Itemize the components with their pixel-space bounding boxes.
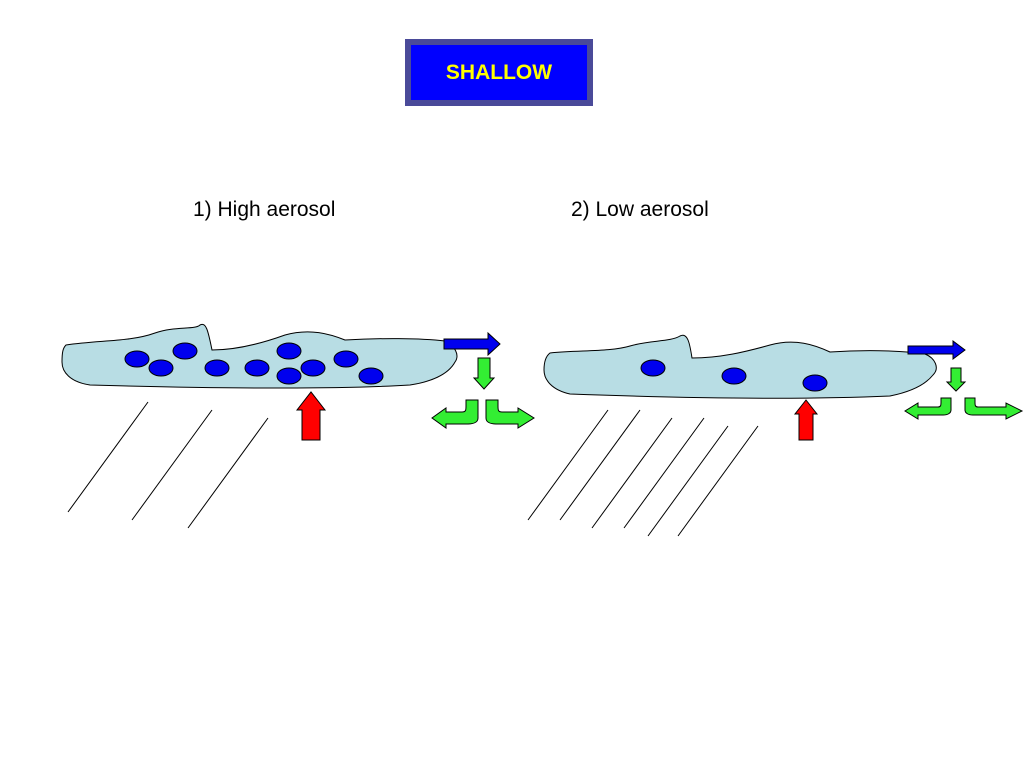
- rain-line: [187, 417, 269, 529]
- cloud-low-aerosol: [543, 334, 937, 399]
- droplet: [276, 342, 302, 360]
- rain-line: [677, 425, 759, 537]
- droplet: [124, 350, 150, 368]
- divergence-left-arrow-icon: [431, 399, 479, 429]
- droplet: [172, 342, 198, 360]
- panel-high-aerosol: [61, 323, 535, 529]
- droplet: [640, 359, 666, 377]
- outflow-arrow-icon: [443, 331, 501, 357]
- panel-label-low-aerosol: 2) Low aerosol: [571, 198, 709, 221]
- divergence-right-arrow-icon: [964, 397, 1024, 420]
- downdraft-arrow-icon: [945, 367, 967, 392]
- droplet: [244, 359, 270, 377]
- droplet: [802, 374, 828, 392]
- droplet: [276, 367, 302, 385]
- outflow-arrow-icon: [907, 340, 966, 360]
- rain-line: [647, 425, 729, 537]
- divergence-left-arrow-icon: [904, 397, 952, 420]
- droplet: [333, 350, 359, 368]
- panel-label-high-aerosol: 1) High aerosol: [193, 198, 336, 221]
- updraft-arrow-icon: [793, 399, 819, 441]
- droplet: [721, 367, 747, 385]
- droplet: [204, 359, 230, 377]
- droplets-high-aerosol: [124, 342, 384, 385]
- rain-line: [527, 409, 609, 521]
- droplets-low-aerosol: [640, 359, 828, 392]
- panel-low-aerosol: [527, 334, 1024, 537]
- rain-lines-high-aerosol: [67, 401, 269, 529]
- rain-lines-low-aerosol: [527, 409, 759, 537]
- cloud-high-aerosol: [61, 323, 458, 389]
- title-text: SHALLOW: [411, 45, 587, 100]
- downdraft-arrow-icon: [472, 357, 496, 390]
- updraft-arrow-icon: [295, 391, 327, 441]
- divergence-right-arrow-icon: [485, 399, 535, 429]
- title-box: SHALLOW: [405, 39, 593, 106]
- rain-line: [623, 417, 705, 529]
- rain-line: [131, 409, 213, 521]
- droplet: [358, 367, 384, 385]
- rain-line: [559, 409, 641, 521]
- rain-line: [67, 401, 149, 513]
- droplet: [148, 359, 174, 377]
- droplet: [300, 359, 326, 377]
- rain-line: [591, 417, 673, 529]
